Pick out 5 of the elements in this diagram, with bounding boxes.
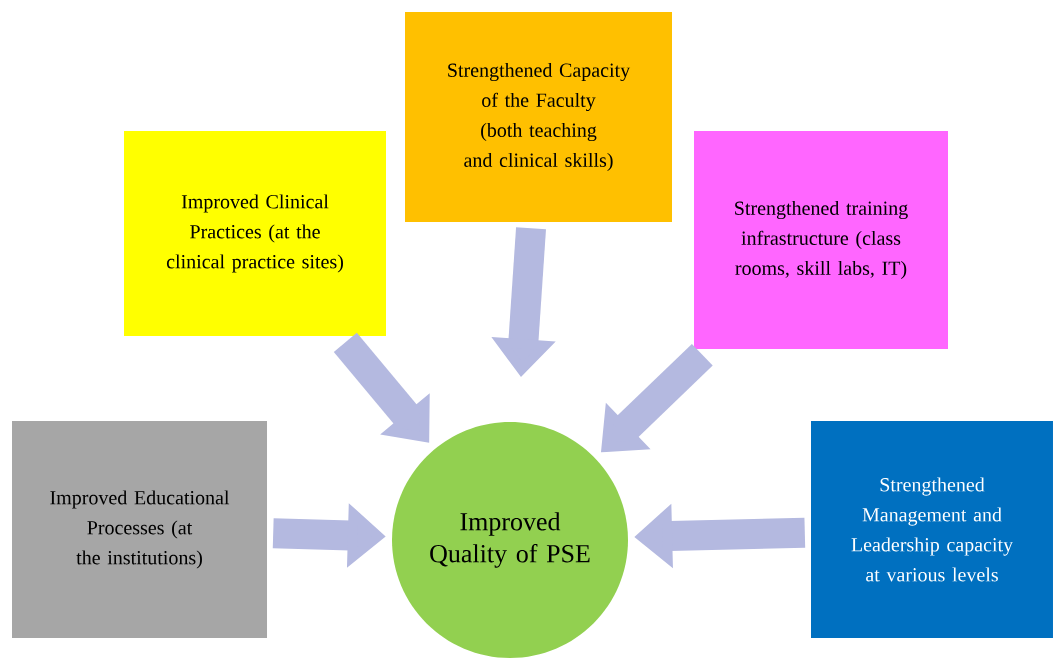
text-box: Strengthened Management and Leadership capacity at various levels [811, 421, 1053, 638]
text-box: Improved Clinical Practices (at the clinical practice sites) [124, 131, 386, 336]
text-box: Strengthened training infrastructure (class rooms, skill labs, IT) [694, 131, 948, 349]
text-box: Improved Educational Processes (at the institutions) [12, 421, 267, 638]
text-box: Strengthened Capacity of the Faculty (both teaching and clinical skills) [405, 12, 672, 222]
